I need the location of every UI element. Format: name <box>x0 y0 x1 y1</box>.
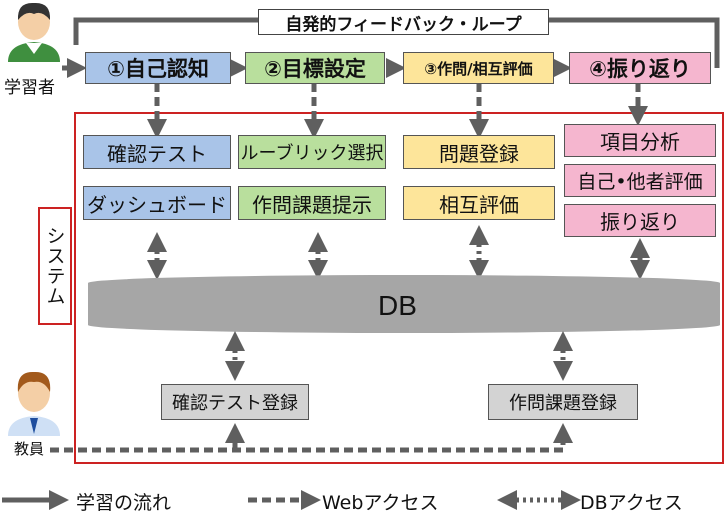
function-self-other-evaluation: 自己•他者評価 <box>564 164 716 197</box>
learner-icon <box>8 2 60 62</box>
function-dashboard: ダッシュボード <box>83 186 231 220</box>
teacher-icon <box>8 371 60 436</box>
function-question-task-present: 作問課題提示 <box>238 186 386 220</box>
phase-reflection: ④振り返り <box>569 52 711 84</box>
function-question-register: 問題登録 <box>403 135 555 169</box>
function-reflection: 振り返り <box>564 204 716 237</box>
legend-flow-label: 学習の流れ <box>76 492 172 514</box>
function-question-task-register: 作問課題登録 <box>488 384 638 420</box>
teacher-web-line <box>50 423 573 453</box>
feedback-loop-label: 自発的フィードバック・ループ <box>258 9 549 35</box>
function-check-test: 確認テスト <box>83 135 231 169</box>
function-peer-review: 相互評価 <box>403 186 555 220</box>
legend-db-label: DBアクセス <box>580 492 683 514</box>
system-frame <box>74 112 724 464</box>
phase-self-awareness: ①自己認知 <box>85 52 231 84</box>
function-rubric-select: ルーブリック選択 <box>238 135 386 169</box>
db-label: DB <box>378 290 417 321</box>
db-cylinder-bottom <box>88 317 720 333</box>
learner-label: 学習者 <box>4 78 55 98</box>
function-item-analysis: 項目分析 <box>564 124 716 157</box>
phase-goal-setting: ②目標設定 <box>245 52 385 84</box>
system-label: システム <box>38 207 72 325</box>
teacher-label: 教員 <box>14 440 45 458</box>
legend-web-label: Webアクセス <box>322 492 439 514</box>
phase-question-peer-review: ③作問/相互評価 <box>403 52 554 84</box>
function-check-test-register: 確認テスト登録 <box>161 384 309 420</box>
